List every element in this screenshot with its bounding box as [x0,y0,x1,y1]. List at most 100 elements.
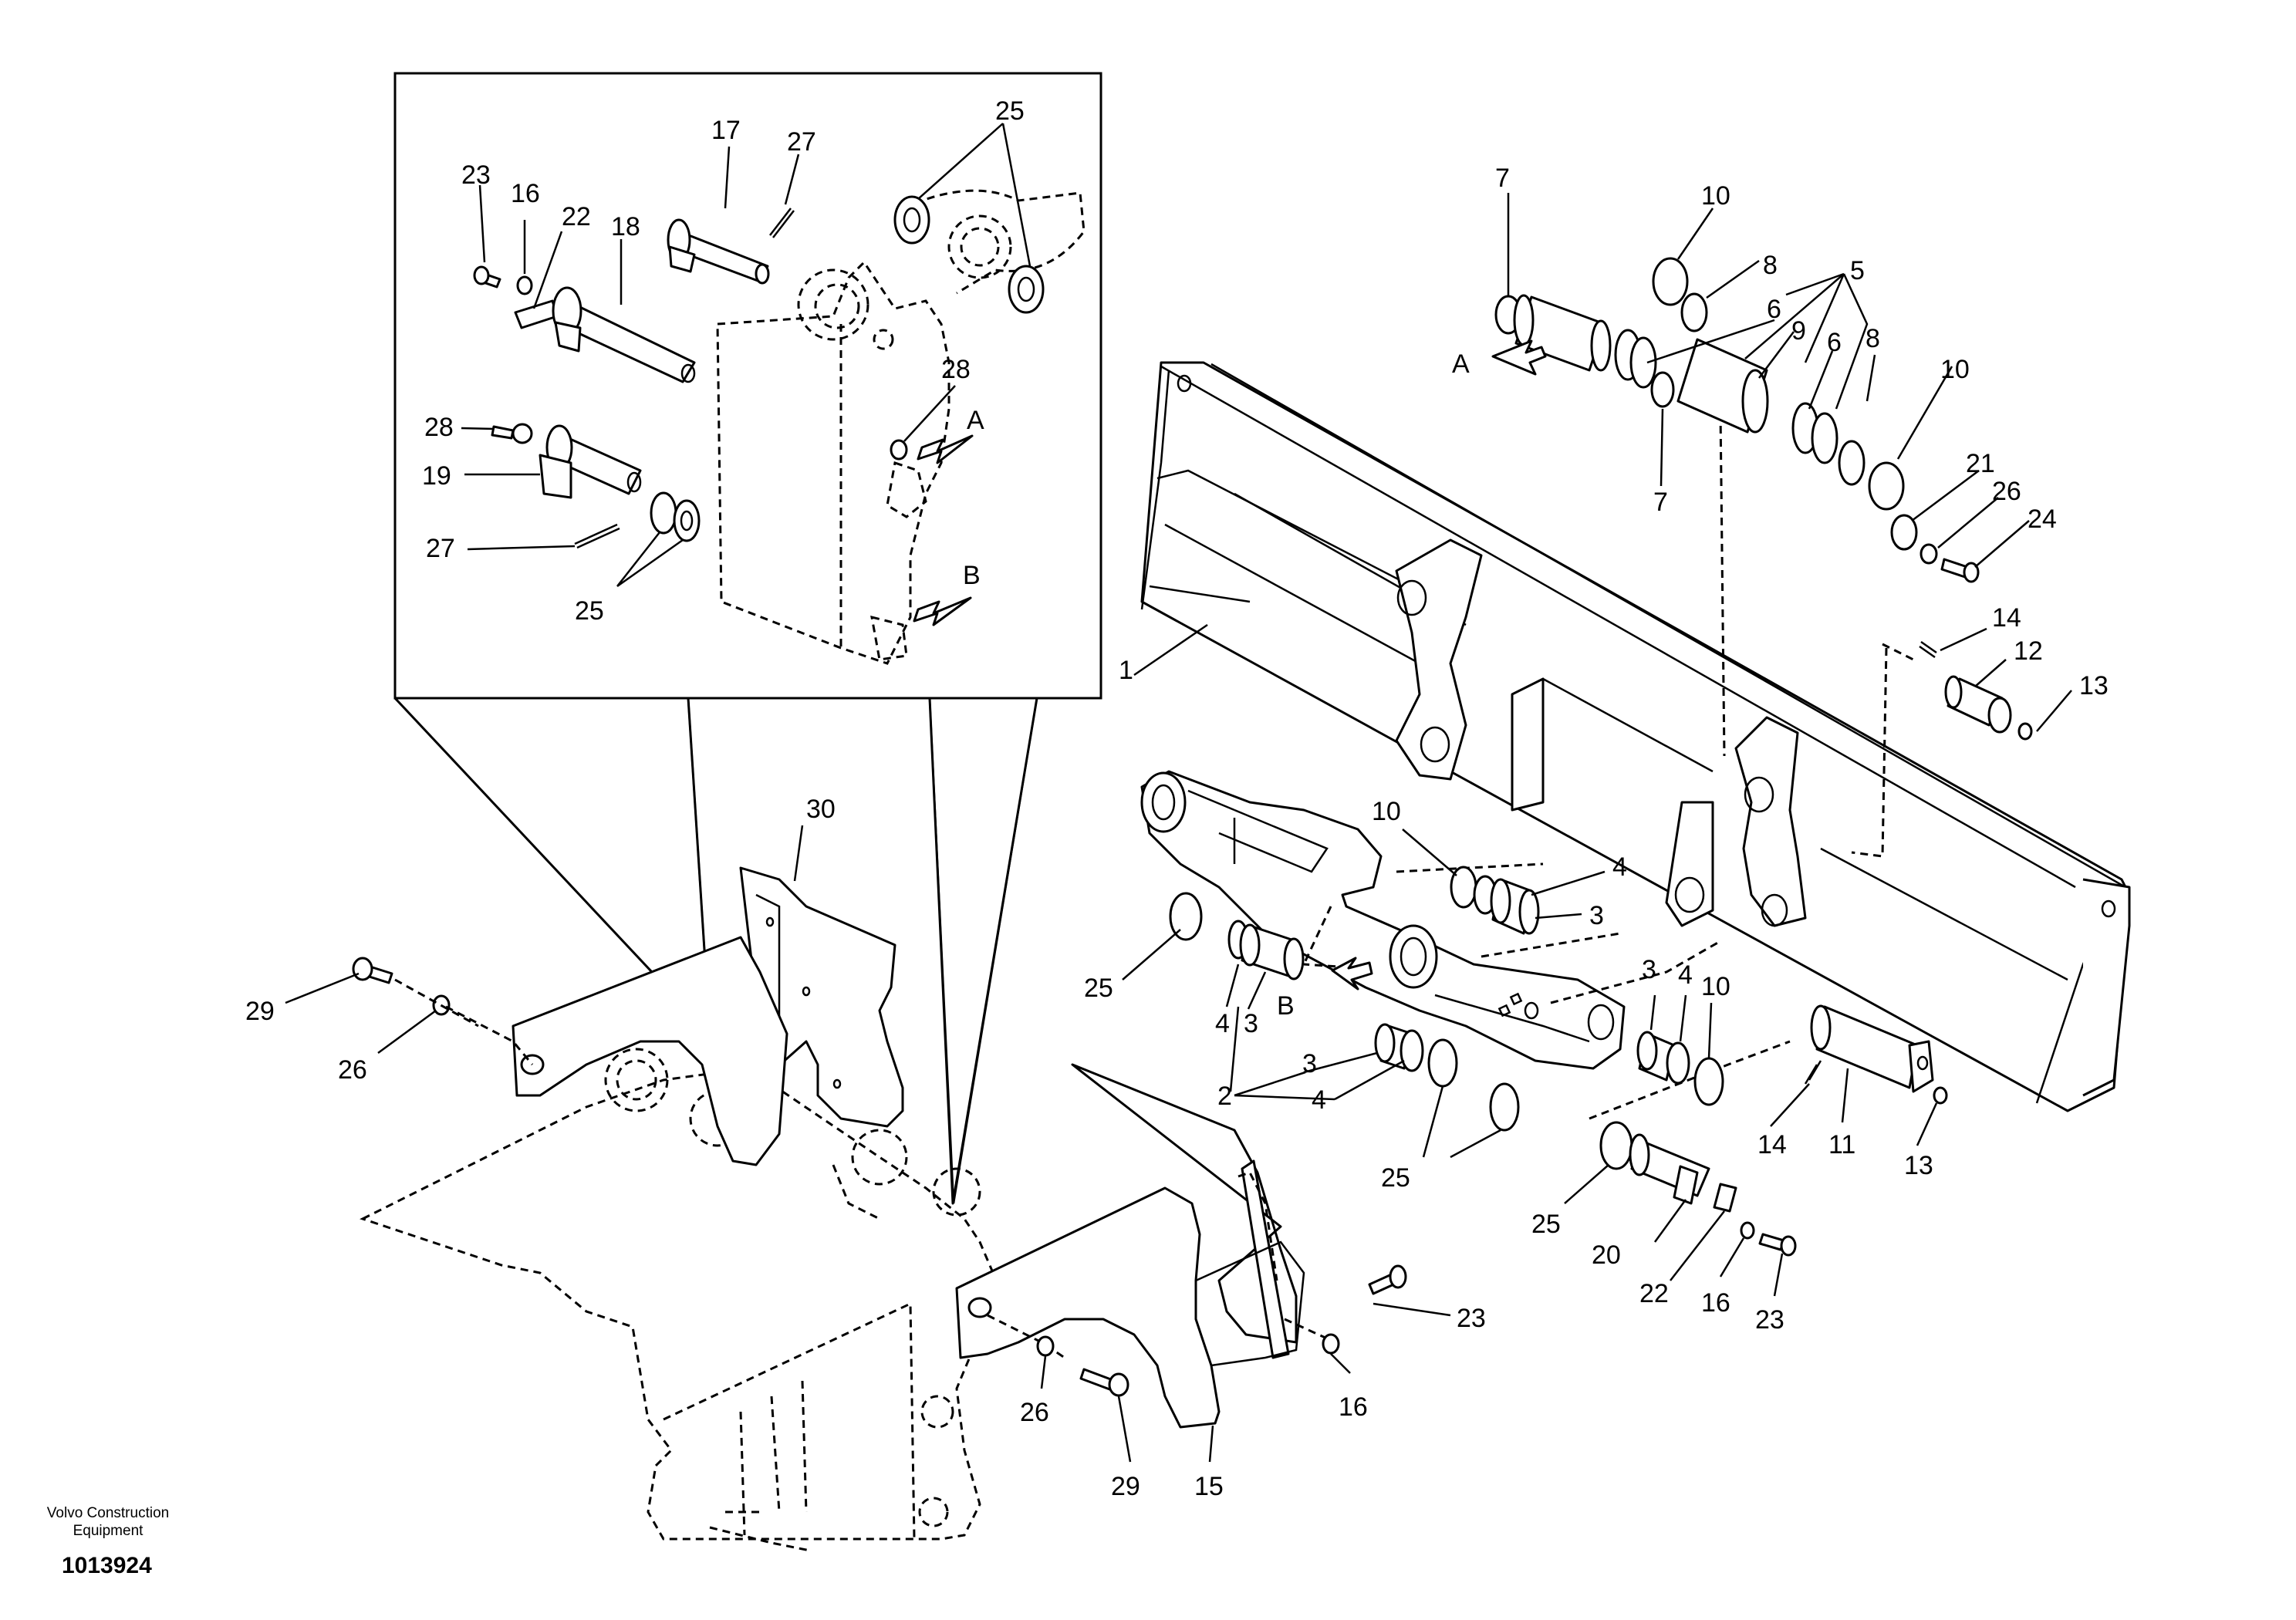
callout-3-left: 3 [1244,1009,1258,1038]
view-label-B-detail: B [963,561,981,590]
publisher-label: Volvo Construction Equipment [31,1504,185,1540]
view-arrow-B-main [1331,957,1373,991]
callout-4-lower: 4 [1312,1085,1326,1115]
callout-8-top: 8 [1763,251,1778,280]
pin-19 [539,424,642,499]
publisher-line-2: Equipment [73,1523,144,1539]
callout-18: 18 [611,212,640,241]
callout-28-inset-left: 28 [424,413,454,442]
callout-16-bracket: 16 [1339,1392,1368,1422]
callout-26-left: 26 [338,1055,367,1085]
bolt-23-inset [473,265,501,289]
callout-25-inset: 25 [575,596,604,626]
callout-13-bottom: 13 [1904,1151,1933,1180]
washer-25-inset-a [650,491,677,535]
pin-17 [667,218,770,285]
callout-26-bracket: 26 [1020,1398,1049,1427]
callout-23-bracket: 23 [1457,1304,1486,1333]
pin-11-assembly [1804,1004,1948,1105]
callout-3-lower: 3 [1302,1049,1317,1078]
callout-1: 1 [1119,656,1133,685]
callout-3-right: 3 [1642,955,1656,984]
callout-9: 9 [1791,316,1806,346]
washer-10-top [1652,257,1689,306]
cotter-14-top [1919,640,1937,659]
callout-30: 30 [806,795,836,824]
washer-25-lower-b [1489,1082,1520,1132]
callout-10-lower: 10 [1701,972,1730,1001]
callout-27-inset-top: 27 [787,127,816,157]
bolt-13-bottom [1933,1086,1948,1105]
washer-25-bottom [1599,1121,1633,1170]
callout-17: 17 [711,116,741,145]
cotter-pin-27-top [769,208,795,238]
washer-26-top [1920,543,1938,565]
callout-11: 11 [1828,1130,1855,1159]
pin-18 [552,286,696,383]
callout-21: 21 [1966,449,1995,478]
washer-16-main [1740,1221,1755,1240]
callout-3-mid: 3 [1589,901,1604,930]
callout-25-left: 25 [1084,974,1113,1003]
bracket-15 [955,1063,1305,1429]
drawing-number: 1013924 [62,1553,152,1578]
bolt-28-inset-right [890,439,908,461]
callout-16-main: 16 [1701,1288,1730,1318]
callout-19: 19 [422,461,451,491]
washer-16-inset [516,275,533,295]
callout-8-right: 8 [1866,324,1880,353]
callout-25-lower: 25 [1381,1163,1410,1193]
view-arrow-B-detail [913,596,972,626]
pin-12-assembly [1919,640,2033,741]
washer-10-right [1868,461,1905,511]
callout-26-top: 26 [1992,477,2021,506]
callout-25-inset-top: 25 [995,96,1025,126]
push-arm-frame [1140,770,1626,1070]
publisher-line-1: Volvo Construction [46,1505,170,1521]
callout-10-right: 10 [1940,355,1970,384]
leader-lines [285,123,2072,1463]
callout-23-inset: 23 [461,160,491,190]
callout-13-top: 13 [2079,671,2109,700]
washer-25-inset-b [673,499,701,542]
callout-29-left: 29 [245,997,275,1026]
seal-7-mid [1650,371,1675,408]
washer-25-top-a [893,195,930,245]
washer-25-lower-a [1427,1038,1458,1088]
view-label-A-main: A [1452,349,1470,379]
callout-20: 20 [1592,1240,1621,1270]
bolt-23-main [1758,1233,1785,1251]
washer-16-bracket [1322,1333,1340,1355]
callout-labels: 23 16 22 18 17 27 25 28 19 27 25 28 A B … [245,96,2109,1501]
callout-23-main: 23 [1755,1305,1784,1335]
callout-10-mid: 10 [1372,797,1401,826]
bolt-28-inset-left [491,423,533,444]
callout-2: 2 [1217,1082,1232,1111]
view-label-B-main: B [1277,991,1295,1021]
plate-21 [1890,514,1918,551]
inset-bracket-outline [716,260,950,665]
view-arrow-A-detail [917,434,974,464]
callout-4-mid: 4 [1612,852,1627,882]
callout-4-right: 4 [1678,960,1693,990]
pin-20-assembly [1599,1121,1797,1257]
callout-7-mid: 7 [1653,488,1668,517]
callout-10-top: 10 [1701,181,1730,211]
callout-24: 24 [2028,505,2057,534]
callout-12: 12 [2014,636,2043,666]
callout-7-top: 7 [1495,164,1510,193]
bolt-13-top [2017,722,2033,741]
callout-22-main: 22 [1639,1279,1669,1308]
callout-28-inset-right: 28 [941,355,971,384]
callout-25-bottom: 25 [1531,1210,1561,1239]
lock-plate-22-main [1713,1183,1737,1213]
callout-6-right: 6 [1827,328,1842,357]
callout-14-top: 14 [1992,603,2021,633]
bushings-mid [1169,866,1724,1132]
callout-15: 15 [1194,1472,1224,1501]
callout-5: 5 [1850,256,1865,285]
cotter-14-bottom [1804,1060,1822,1085]
washer-25-top-b [1008,265,1045,314]
callout-29-bracket: 29 [1111,1472,1140,1501]
